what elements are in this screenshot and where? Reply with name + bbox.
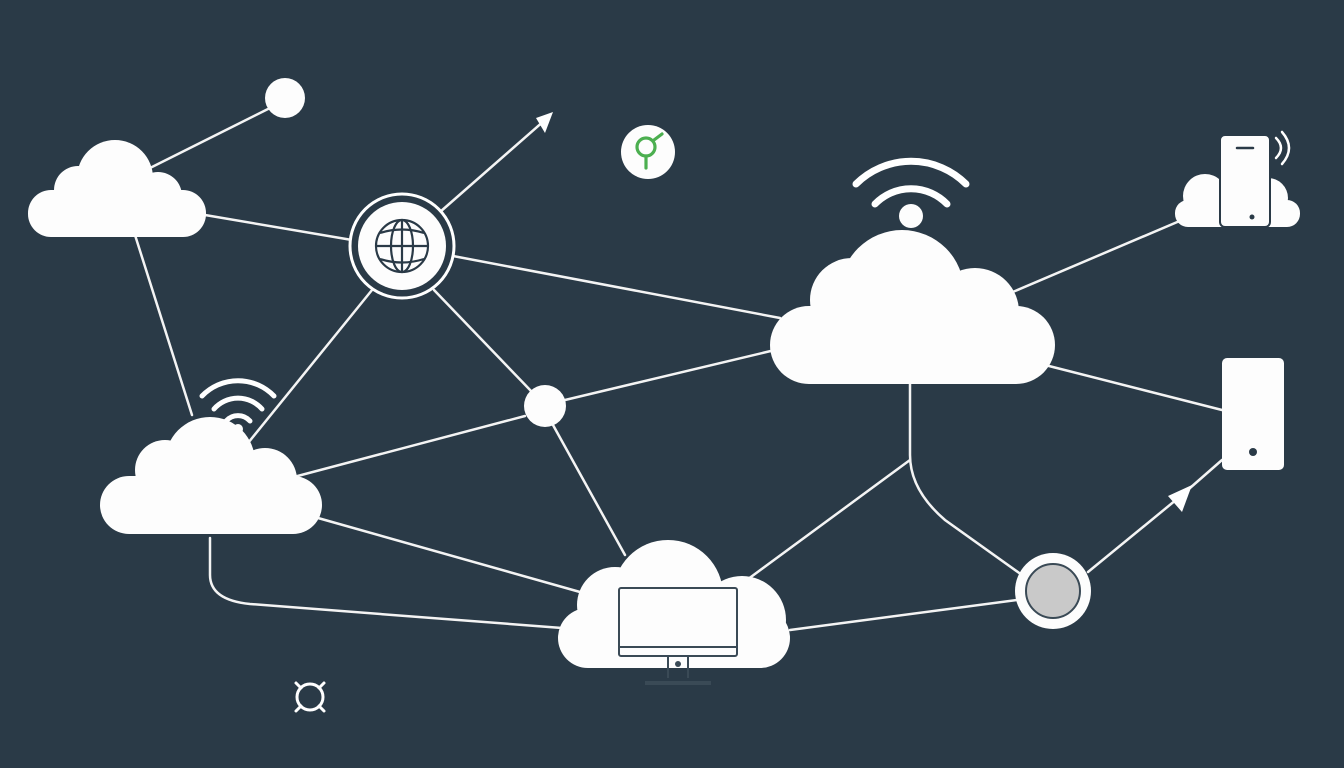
link-mid-node-to-cloud-ml: [288, 414, 527, 480]
connections: [133, 106, 1224, 632]
link-cloud-tl-to-globe: [203, 213, 354, 242]
link-cloud-center-to-gray-node: [908, 378, 1024, 577]
signal-waves-icon: [1274, 130, 1291, 166]
location-pin-icon: [635, 132, 664, 170]
link-cloud-tl-to-cloud-ml: [133, 233, 194, 417]
link-cloud-ml-to-cloud-bottom: [316, 516, 582, 594]
gray-node: [1015, 553, 1091, 629]
link-globe-to-cloud-center: [451, 254, 782, 320]
wifi-icon: [199, 378, 277, 424]
link-mid-node-to-cloud-center: [563, 348, 777, 402]
target-icon: [294, 681, 326, 713]
cloud-middle-left: [100, 417, 322, 534]
globe-node: [348, 192, 456, 300]
link-globe-to-cloud-ml: [242, 288, 374, 450]
cloud-center: [770, 230, 1055, 384]
monitor-power-dot: [675, 661, 681, 667]
arrowhead-icon: [1168, 485, 1192, 512]
link-cloud-center-to-tower: [1043, 363, 1224, 412]
node-middle: [524, 385, 566, 427]
link-cloud-bottom-to-gray-node: [788, 598, 1019, 632]
cloud-top-left: [28, 140, 206, 237]
link-mid-node-to-cloud-bottom: [551, 423, 627, 557]
link-cloud-tl-to-node-top: [148, 106, 272, 170]
link-gray-node-to-arrow: [1086, 493, 1184, 574]
monitor-icon: [618, 587, 738, 685]
link-globe-to-arrow: [438, 118, 547, 214]
wifi-dot: [899, 204, 923, 228]
phone-icon: [1219, 134, 1271, 228]
location-badge: [621, 125, 675, 179]
link-cloud-ml-curve-to-cloud-bottom: [208, 536, 564, 630]
tower-device-icon: [1222, 358, 1284, 470]
link-cloud-center-to-cloud-bottom: [738, 458, 912, 587]
link-globe-to-mid-node: [432, 288, 534, 394]
node-top: [265, 78, 305, 118]
link-cloud-center-to-phone-cloud: [1006, 218, 1184, 296]
globe-icon: [374, 218, 430, 274]
arrowhead-icon: [536, 112, 553, 133]
wifi-icon: [852, 157, 970, 208]
